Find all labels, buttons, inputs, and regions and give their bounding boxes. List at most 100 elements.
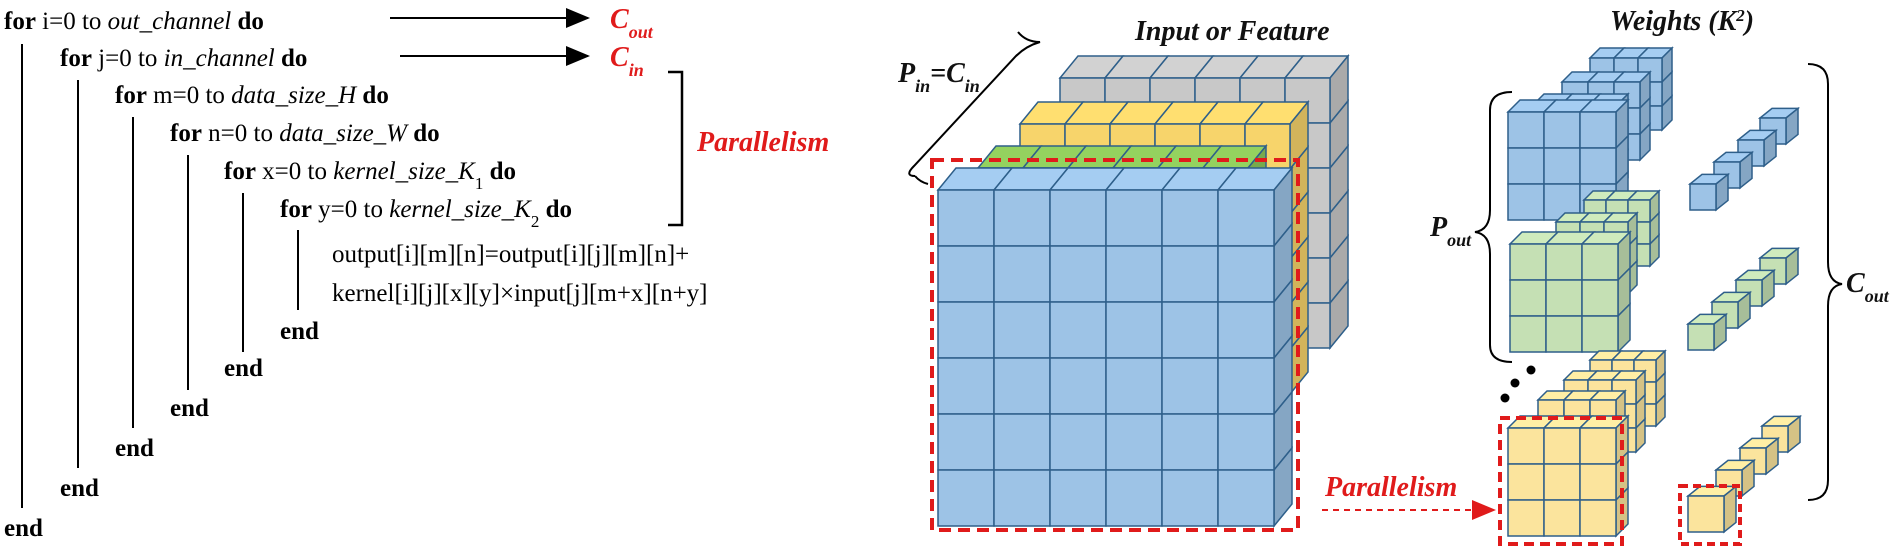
input-layer-blue-front-cell [937, 301, 995, 359]
weight-green-front [1508, 230, 1632, 354]
input-layer-blue-front-cell [993, 413, 1051, 471]
weights-title: Weights (K2) [1610, 6, 1754, 38]
input-layer-blue-front-cell [1049, 357, 1107, 415]
code-end-3: end [115, 435, 154, 462]
input-layer-blue-front-cell [937, 245, 995, 303]
weight-single-window [1678, 484, 1742, 546]
input-layer-blue-front-cell [937, 469, 995, 527]
weight-green-front-front-cell [1581, 243, 1619, 281]
input-layer-blue-front-cell [993, 245, 1051, 303]
ellipsis-dots [1500, 365, 1536, 403]
weight-yellow-front [1506, 414, 1630, 538]
c-out-brace [1807, 63, 1843, 501]
input-layer-blue-front-cell [993, 189, 1051, 247]
code-line-1: for i=0 to out_channel do [4, 8, 264, 35]
code-end-5: end [224, 355, 263, 382]
input-layer-blue-front-cell [1217, 413, 1275, 471]
input-layer-blue-front-cell [1161, 245, 1219, 303]
input-feature-title: Input or Feature [1134, 16, 1330, 47]
weight-blue-cube-1 [1757, 106, 1801, 146]
code-line-5: for x=0 to kernel_size_K1 do [224, 158, 516, 193]
input-layer-blue-front-cell [1217, 357, 1275, 415]
weight-green-cube-4-front-cell [1687, 323, 1715, 351]
input-layer-blue-front-cell [937, 357, 995, 415]
input-feature-stack [936, 53, 1350, 529]
parallelism-bracket [668, 70, 684, 227]
weight-green-front-front-cell [1545, 315, 1583, 353]
weight-green-front-front-cell [1509, 315, 1547, 353]
code-body-line-1: output[i][m][n]=output[i][j][m][n]+ [332, 241, 689, 268]
input-layer-blue-front-cell [1217, 245, 1275, 303]
weight-green-front-front-cell [1545, 279, 1583, 317]
weight-blue-front-front-cell [1507, 147, 1545, 185]
weight-blue-front-front-cell [1543, 147, 1581, 185]
weight-green-front-front-cell [1545, 243, 1583, 281]
input-layer-blue-front-cell [993, 469, 1051, 527]
p-out-label: Pout [1429, 212, 1472, 250]
weight-green-front-front-cell [1509, 243, 1547, 281]
input-layer-blue-front-cell [993, 357, 1051, 415]
input-layer-blue-front-cell [1217, 189, 1275, 247]
weight-green-front-front-cell [1509, 279, 1547, 317]
weight-blue-front-front-cell [1507, 183, 1545, 221]
input-layer-blue-front-cell [1161, 301, 1219, 359]
input-layer-blue-front-cell [1105, 357, 1163, 415]
input-parallel-window [930, 158, 1300, 532]
input-layer-blue-front-cell [1217, 469, 1275, 527]
input-layer-blue-front-cell [1049, 245, 1107, 303]
input-layer-blue-front-cell [1105, 413, 1163, 471]
weight-blue-front-front-cell [1579, 147, 1617, 185]
p-out-brace [1474, 91, 1513, 363]
parallelism-label-bottom: Parallelism [1324, 472, 1457, 503]
code-end-4: end [170, 395, 209, 422]
input-layer-blue-front-cell [1161, 357, 1219, 415]
p-in-brace [908, 31, 1041, 177]
input-layer-blue-front-cell [1049, 469, 1107, 527]
weight-yellow-front-front-cell [1579, 427, 1617, 465]
weight-blue-cube-4 [1687, 172, 1731, 212]
input-layer-blue-front-cell [1161, 189, 1219, 247]
parallelism-label-top: Parallelism [696, 127, 829, 158]
weight-yellow-front-front-cell [1543, 499, 1581, 537]
input-layer-blue-front-cell [1161, 413, 1219, 471]
input-layer-blue-front-cell [937, 413, 995, 471]
weight-blue-front-front-cell [1507, 111, 1545, 149]
code-line-3: for m=0 to data_size_H do [115, 82, 389, 109]
weight-blue-cube-4-front-cell [1689, 183, 1717, 211]
weight-yellow-front-front-cell [1579, 463, 1617, 501]
input-layer-blue-front-cell [1217, 301, 1275, 359]
c-out-label: Cout [610, 4, 654, 42]
weight-yellow-front-front-cell [1543, 427, 1581, 465]
scope-lines [21, 44, 299, 508]
pseudocode: for i=0 to out_channel do for j=0 to in_… [4, 8, 708, 542]
weight-yellow-cube-front-front-cell [1687, 495, 1725, 533]
input-layer-blue [936, 165, 1294, 529]
code-end-1: end [4, 515, 43, 542]
code-line-4: for n=0 to data_size_W do [170, 120, 440, 147]
input-layer-blue-front-cell [1049, 301, 1107, 359]
code-line-6: for y=0 to kernel_size_K2 do [280, 196, 572, 231]
weight-yellow-cube-front [1685, 484, 1739, 534]
weight-green-front-front-cell [1581, 279, 1619, 317]
weight-green-cube-4 [1685, 312, 1729, 352]
weight-blue-front-front-cell [1543, 111, 1581, 149]
weight-yellow-front-front-cell [1579, 499, 1617, 537]
input-layer-blue-front-cell [1105, 469, 1163, 527]
input-layer-blue-front-cell [1049, 189, 1107, 247]
c-in-label: Cin [610, 42, 644, 80]
input-layer-blue-front-cell [1105, 301, 1163, 359]
code-line-2: for j=0 to in_channel do [60, 45, 307, 72]
input-layer-blue-front-cell [1161, 469, 1219, 527]
code-body-line-2: kernel[i][j][x][y]×input[j][m+x][n+y] [332, 280, 708, 307]
p-in-label: Pin=Cin [897, 58, 980, 96]
input-layer-blue-front-cell [1105, 189, 1163, 247]
weight-yellow-front-front-cell [1543, 463, 1581, 501]
input-layer-blue-front-cell [1049, 413, 1107, 471]
weight-yellow-front-front-cell [1507, 499, 1545, 537]
weights-stack [1506, 46, 1803, 538]
weight-blue-front-front-cell [1579, 111, 1617, 149]
code-end-6: end [280, 318, 319, 345]
weight-yellow-front-front-cell [1507, 427, 1545, 465]
